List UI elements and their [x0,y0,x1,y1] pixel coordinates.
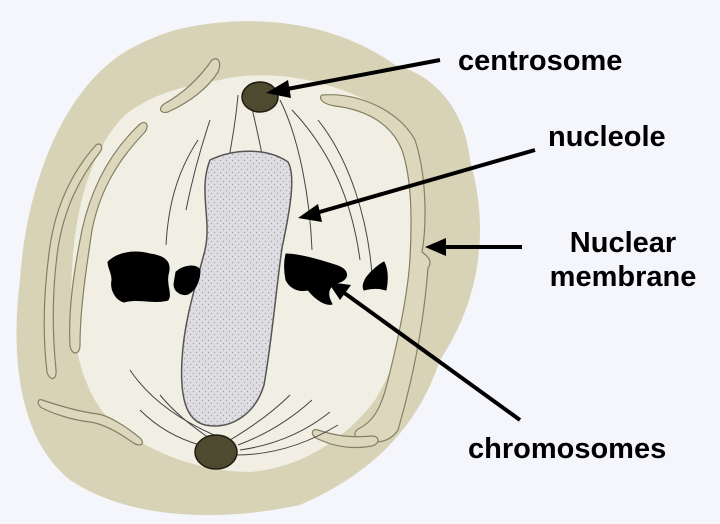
label-nuclear-membrane-line2: membrane [549,261,697,293]
membrane-fragment-top [159,58,221,113]
label-nucleole: nucleole [548,121,666,153]
nuclear-membrane-fragments [37,58,431,449]
label-centrosome: centrosome [458,45,623,77]
centrosome-bottom [194,434,238,470]
label-nuclear-membrane-line1: Nuclear [569,227,677,259]
chromosome [173,265,201,295]
arrowhead-chromosomes [328,282,351,300]
membrane-fragment-bottom-right [311,429,379,449]
chromosome [107,251,170,303]
arrow-centrosome [281,58,441,92]
arrowhead-membrane [425,238,446,256]
centrosome-top [241,81,279,113]
arrow-chromosomes [341,290,522,422]
label-nuclear-membrane: Nuclear membrane [538,226,708,294]
spindle-fibers [129,94,373,456]
membrane-fragment-left-1 [69,121,148,354]
chromosome [362,261,388,291]
membrane-fragment-left-2 [43,143,103,380]
membrane-fragment-bottom-left [37,399,144,446]
label-arrows [266,58,536,422]
arrowhead-nucleole [298,204,322,222]
label-chromosomes: chromosomes [468,433,667,465]
nucleole [180,150,293,427]
arrowhead-centrosome [266,80,291,98]
arrow-nucleole [315,148,536,215]
chromosome [284,253,347,305]
chromosomes-group [107,251,388,305]
